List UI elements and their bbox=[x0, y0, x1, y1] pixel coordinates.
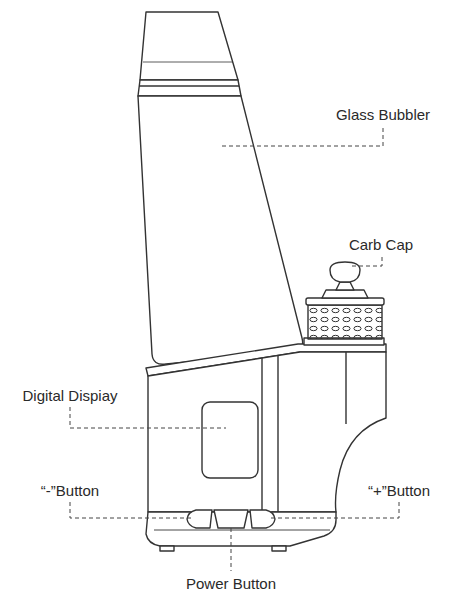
carb-cap-stem bbox=[336, 282, 354, 290]
leader-line bbox=[268, 502, 399, 518]
part-label: Power Button bbox=[185, 575, 277, 592]
display-window bbox=[202, 402, 258, 478]
foot-line bbox=[154, 530, 330, 531]
foot-pad bbox=[160, 546, 174, 551]
plus-button bbox=[250, 510, 275, 528]
power-button bbox=[214, 510, 248, 528]
chamber-rim bbox=[306, 298, 384, 305]
base-seam bbox=[345, 352, 346, 424]
part-label: Carb Cap bbox=[348, 236, 414, 253]
minus-button bbox=[187, 510, 212, 528]
ring-line bbox=[139, 85, 239, 86]
part-label: Glass Bubbler bbox=[335, 106, 431, 123]
part-label: Digital Dispiay bbox=[21, 387, 118, 404]
bubbler-neck bbox=[140, 12, 238, 80]
bubbler-ring bbox=[138, 80, 241, 96]
leader-line bbox=[70, 407, 226, 428]
carb-cap-disc bbox=[322, 290, 368, 298]
part-label: “-”Button bbox=[40, 482, 100, 499]
base-body bbox=[148, 352, 386, 512]
foot-pad bbox=[272, 546, 286, 551]
leader-line bbox=[231, 528, 232, 571]
part-label: “+”Button bbox=[367, 482, 431, 499]
base-seam bbox=[261, 358, 262, 512]
leader-line bbox=[222, 126, 383, 146]
knurled-chamber bbox=[308, 305, 382, 339]
bubbler-body bbox=[138, 96, 303, 364]
leader-line bbox=[70, 502, 194, 518]
neck-line bbox=[143, 62, 233, 63]
leader-line bbox=[352, 256, 382, 266]
carb-cap-knob bbox=[330, 262, 360, 282]
base-seam bbox=[277, 356, 278, 512]
